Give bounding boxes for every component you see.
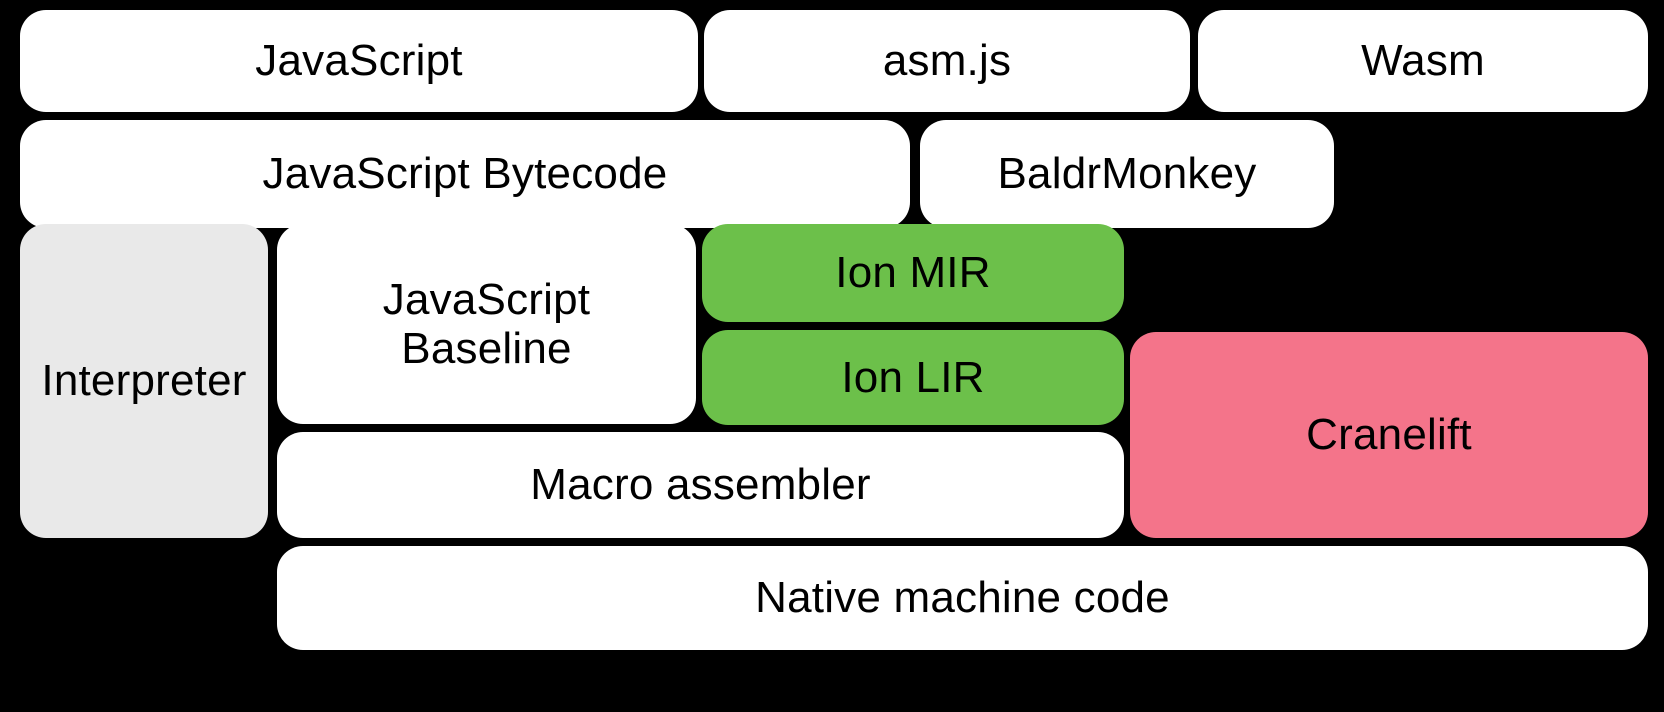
node-wasm[interactable]: Wasm xyxy=(1198,10,1648,112)
node-label: Ion MIR xyxy=(835,248,991,298)
node-baldrmonkey[interactable]: BaldrMonkey xyxy=(920,120,1334,228)
node-cranelift[interactable]: Cranelift xyxy=(1130,332,1648,538)
node-label: JavaScript xyxy=(255,36,463,86)
node-javascript-bytecode[interactable]: JavaScript Bytecode xyxy=(20,120,910,228)
node-asmjs[interactable]: asm.js xyxy=(704,10,1190,112)
node-javascript-baseline[interactable]: JavaScript Baseline xyxy=(277,224,696,424)
node-label: JavaScript Baseline xyxy=(382,274,591,373)
node-label: Cranelift xyxy=(1306,410,1472,460)
node-label: Interpreter xyxy=(41,356,247,406)
node-label: Ion LIR xyxy=(841,352,985,402)
node-ion-mir[interactable]: Ion MIR xyxy=(702,224,1124,322)
node-label: BaldrMonkey xyxy=(997,149,1257,199)
node-label: asm.js xyxy=(882,36,1012,86)
node-label: Wasm xyxy=(1361,36,1485,86)
node-ion-lir[interactable]: Ion LIR xyxy=(702,330,1124,425)
node-label: Macro assembler xyxy=(530,460,871,510)
node-macro-assembler[interactable]: Macro assembler xyxy=(277,432,1124,538)
node-label: Native machine code xyxy=(755,573,1170,623)
node-label: JavaScript Bytecode xyxy=(262,149,668,199)
node-interpreter[interactable]: Interpreter xyxy=(20,224,268,538)
node-native-machine-code[interactable]: Native machine code xyxy=(277,546,1648,650)
node-javascript[interactable]: JavaScript xyxy=(20,10,698,112)
